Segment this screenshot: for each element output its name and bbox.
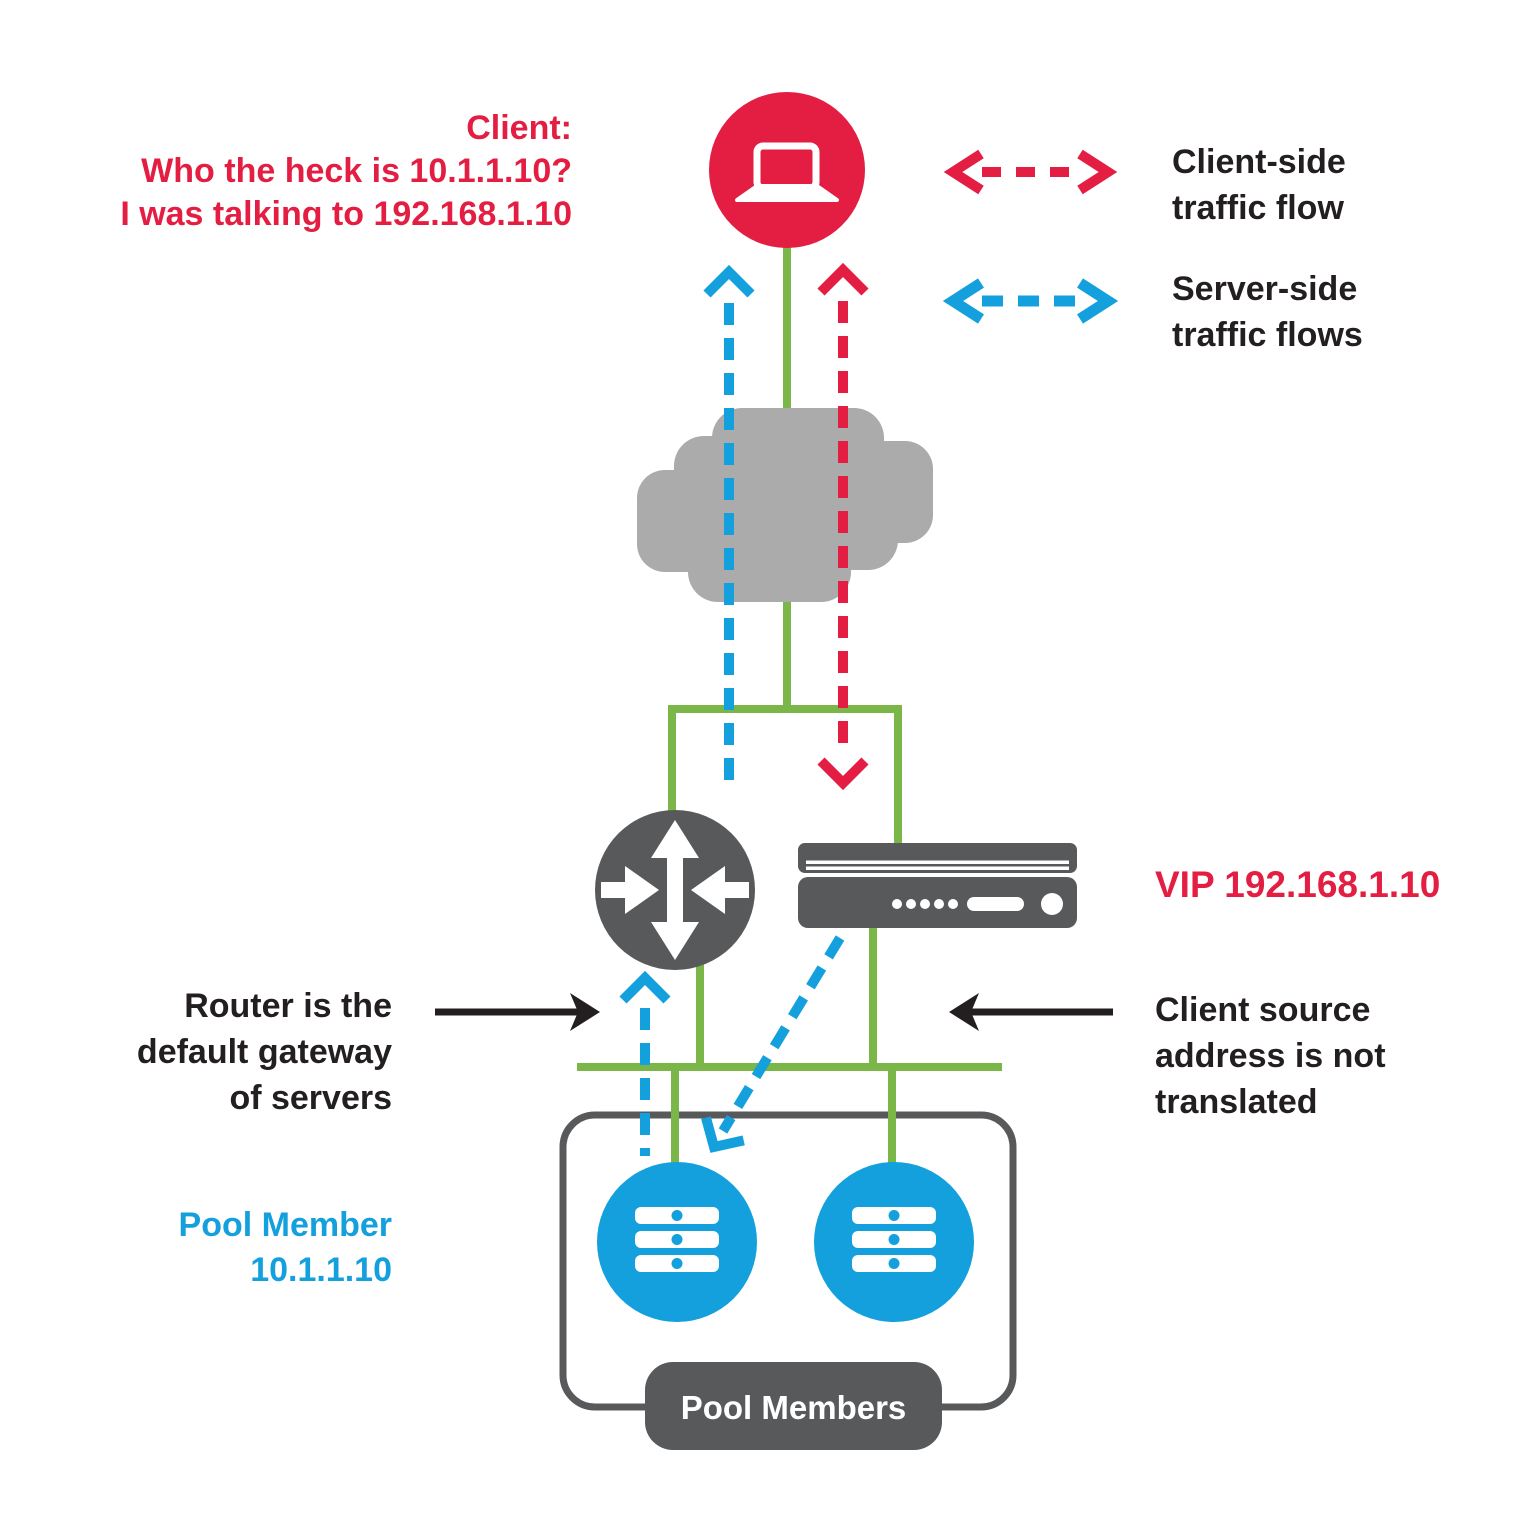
legend-server-line1: Server-side (1172, 270, 1358, 308)
legend-client-line1: Client-side (1172, 143, 1346, 181)
pool-members-badge-label: Pool Members (680, 1389, 907, 1426)
client-note-line2: Who the heck is 10.1.1.10? (141, 152, 572, 190)
source-note-arrow (949, 993, 1113, 1031)
server-stack-icon (635, 1207, 719, 1272)
client-note-line1: Client: (466, 109, 572, 147)
legend-server-arrow (942, 278, 1119, 324)
source-note-line2: address is not (1155, 1037, 1386, 1075)
pool-member-links (671, 1067, 896, 1165)
legend-client-label: Client-side traffic flow (1172, 139, 1346, 231)
flow-server-side (619, 264, 845, 1156)
legend-client-line2: traffic flow (1172, 189, 1344, 227)
source-note-line1: Client source (1155, 991, 1371, 1029)
router-node (595, 810, 755, 970)
pool-member-node-1 (597, 1162, 757, 1322)
router-note-line3: of servers (229, 1079, 392, 1117)
server-stack-icon (852, 1207, 936, 1272)
flow-client-down-arrowhead (817, 757, 869, 791)
client-speech-note: Client: Who the heck is 10.1.1.10? I was… (60, 107, 572, 236)
load-balancer-node (798, 843, 1077, 928)
pool-note-line2: 10.1.1.10 (250, 1251, 392, 1289)
router-note-line2: default gateway (136, 1033, 392, 1071)
router-gateway-note: Router is the default gateway of servers (60, 983, 392, 1121)
flow-pool-to-router-arrowhead (619, 970, 671, 1004)
flow-client-up-arrowhead (817, 262, 869, 296)
pool-member-address-note: Pool Member 10.1.1.10 (110, 1203, 392, 1293)
cloud-icon (637, 408, 933, 602)
pool-note-line1: Pool Member (178, 1206, 392, 1244)
appliance-icon (798, 843, 1077, 928)
laptop-icon (735, 142, 839, 202)
flow-server-up-arrowhead (703, 264, 755, 298)
client-node (709, 92, 865, 248)
source-note-line3: translated (1155, 1083, 1318, 1121)
legend-server-line2: traffic flows (1172, 316, 1363, 354)
flow-lb-to-pool-dashed-line (718, 935, 845, 1134)
flow-client-side (817, 262, 869, 791)
router-note-arrow (435, 993, 600, 1031)
pool-members-badge (645, 1362, 942, 1450)
router-arrows-icon (601, 820, 749, 960)
flow-lb-to-pool-arrowhead (701, 1116, 745, 1153)
client-source-note: Client source address is not translated (1155, 987, 1386, 1125)
link-internet-router-lb (668, 705, 902, 848)
legend-client-arrow (943, 149, 1118, 195)
client-note-line3: I was talking to 192.168.1.10 (120, 195, 572, 233)
router-note-line1: Router is the (184, 987, 392, 1025)
legend-server-label: Server-side traffic flows (1172, 266, 1363, 358)
vip-address-label: VIP 192.168.1.10 (1155, 864, 1441, 905)
pool-member-node-2 (814, 1162, 974, 1322)
